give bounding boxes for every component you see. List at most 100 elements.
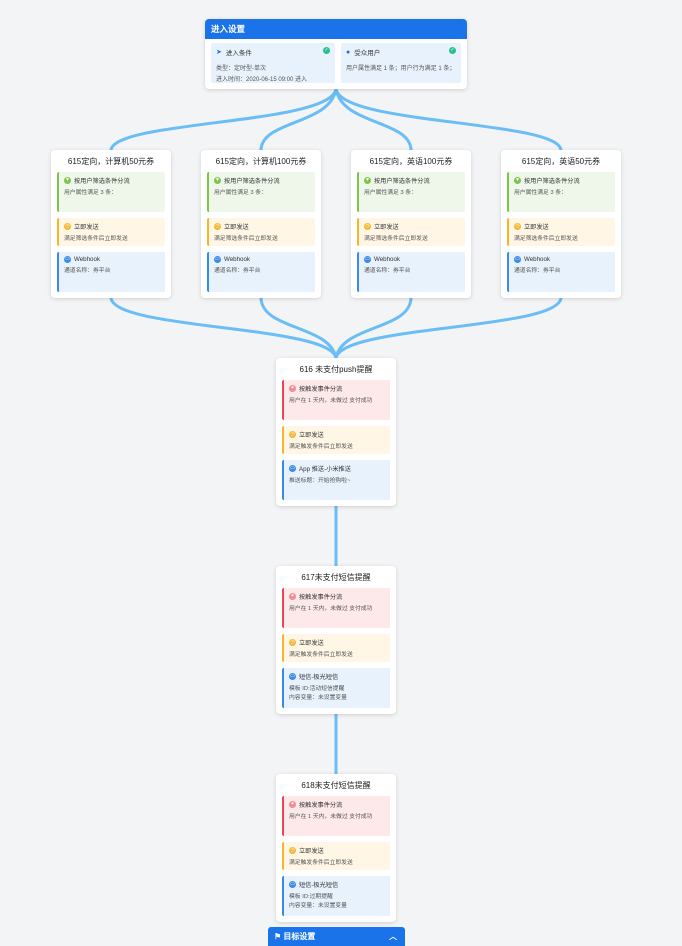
channel-step-desc: 通道名称：券平台 — [64, 268, 111, 274]
send-step-desc: 满足触发条件后立即发送 — [289, 652, 353, 658]
entry-audience-title: 受众用户 — [354, 50, 381, 57]
trigger-step[interactable]: ✦按触发事件分流 用户在 1 天内，未做过 支付成功 — [282, 796, 390, 836]
node-title: 618未支付短信提醒 — [301, 781, 371, 790]
chevron-up-icon[interactable]: ︿ — [389, 932, 397, 941]
reminder-node-card[interactable]: 618未支付短信提醒 ✦按触发事件分流 用户在 1 天内，未做过 支付成功 ◷立… — [276, 774, 396, 922]
filter-step-desc: 用户属性满足 3 条： — [64, 190, 117, 196]
filter-icon: ▼ — [214, 177, 221, 184]
send-step-desc: 满足触发条件后立即发送 — [289, 444, 353, 450]
send-plane-icon: ➤ — [216, 49, 222, 56]
trigger-step-desc: 用户在 1 天内，未做过 支付成功 — [289, 606, 373, 612]
send-step[interactable]: ◷立即发送 满足触发条件后立即发送 — [282, 842, 390, 870]
filter-icon: ▼ — [514, 177, 521, 184]
message-icon: ▭ — [514, 256, 521, 263]
check-icon: ✓ — [449, 47, 456, 54]
channel-step-title: App 推送-小米推送 — [299, 466, 351, 473]
trigger-step-desc: 用户在 1 天内，未做过 支付成功 — [289, 398, 373, 404]
channel-step-title: 短信-极光短信 — [299, 882, 339, 889]
send-step-desc: 满足筛选条件后立即发送 — [64, 236, 128, 242]
channel-step-desc: 推送标题：开始抢购啦~ — [289, 478, 351, 484]
message-icon: ▭ — [214, 256, 221, 263]
content-variable-text: 内容变量：未设置变量 — [289, 694, 347, 701]
filter-step-title: 按用户筛选条件分流 — [524, 178, 580, 185]
filter-step[interactable]: ▼按用户筛选条件分流 用户属性满足 3 条： — [507, 172, 615, 212]
send-step-desc: 满足触发条件后立即发送 — [289, 860, 353, 866]
entry-condition-time: 进入时间：2020-06-15 09:00 进入 — [216, 77, 308, 83]
send-step-title: 立即发送 — [524, 224, 549, 231]
filter-step-title: 按用户筛选条件分流 — [74, 178, 130, 185]
trigger-icon: ✦ — [289, 801, 296, 808]
node-title: 616 未支付push提醒 — [299, 365, 373, 374]
check-icon: ✓ — [323, 47, 330, 54]
channel-step-desc: 通道名称：券平台 — [214, 268, 261, 274]
branch-card[interactable]: 615定向，计算机100元券 ▼按用户筛选条件分流 用户属性满足 3 条： ◷立… — [201, 150, 321, 298]
channel-step-title: 短信-极光短信 — [299, 674, 339, 681]
entry-audience-box[interactable]: ● 受众用户 用户属性满足 1 条；用户行为满足 1 条； ✓ — [341, 43, 461, 83]
branch-card[interactable]: 615定向，计算机50元券 ▼按用户筛选条件分流 用户属性满足 3 条： ◷立即… — [51, 150, 171, 298]
user-icon: ● — [346, 48, 351, 56]
channel-step[interactable]: ▭App 推送-小米推送 推送标题：开始抢购啦~ — [282, 460, 390, 500]
message-icon: ▭ — [64, 256, 71, 263]
flag-icon: ⚑ — [274, 932, 282, 941]
trigger-step-desc: 用户在 1 天内，未做过 支付成功 — [289, 814, 373, 820]
branch-title: 615定向，英语100元券 — [369, 157, 453, 166]
send-step-title: 立即发送 — [374, 224, 399, 231]
entry-settings-card[interactable]: 进入设置 ➤ 进入条件 类型：定时型-单次 进入时间：2020-06-15 09… — [205, 19, 467, 89]
send-step-title: 立即发送 — [299, 640, 324, 647]
channel-step[interactable]: ▭Webhook 通道名称：券平台 — [207, 252, 315, 292]
trigger-step-title: 按触发事件分流 — [299, 386, 343, 393]
entry-condition-box[interactable]: ➤ 进入条件 类型：定时型-单次 进入时间：2020-06-15 09:00 进… — [211, 43, 335, 83]
send-step[interactable]: ◷立即发送 满足筛选条件后立即发送 — [57, 218, 165, 246]
channel-step[interactable]: ▭Webhook 通道名称：券平台 — [57, 252, 165, 292]
template-id-text: 模板 ID:过期提醒 — [289, 894, 333, 900]
channel-step-desc: 通道名称：券平台 — [364, 268, 411, 274]
clock-icon: ◷ — [289, 639, 296, 646]
entry-settings-title: 进入设置 — [205, 19, 467, 39]
channel-step-title: Webhook — [224, 256, 251, 263]
send-step-title: 立即发送 — [224, 224, 249, 231]
send-step-desc: 满足筛选条件后立即发送 — [514, 236, 578, 242]
channel-step[interactable]: ▭短信-极光短信 模板 ID:活动短信提醒 内容变量：未设置变量 — [282, 668, 390, 708]
branch-title: 615定向，计算机50元券 — [67, 157, 155, 166]
filter-step-title: 按用户筛选条件分流 — [374, 178, 430, 185]
send-step[interactable]: ◷立即发送 满足触发条件后立即发送 — [282, 634, 390, 662]
filter-step[interactable]: ▼按用户筛选条件分流 用户属性满足 3 条： — [57, 172, 165, 212]
filter-step[interactable]: ▼按用户筛选条件分流 用户属性满足 3 条： — [357, 172, 465, 212]
template-id-text: 模板 ID:活动短信提醒 — [289, 686, 345, 692]
trigger-step[interactable]: ✦按触发事件分流 用户在 1 天内，未做过 支付成功 — [282, 588, 390, 628]
trigger-step-title: 按触发事件分流 — [299, 802, 343, 809]
trigger-step[interactable]: ✦按触发事件分流 用户在 1 天内，未做过 支付成功 — [282, 380, 390, 420]
send-step[interactable]: ◷立即发送 满足筛选条件后立即发送 — [357, 218, 465, 246]
send-step-title: 立即发送 — [74, 224, 99, 231]
reminder-node-card[interactable]: 617未支付短信提醒 ✦按触发事件分流 用户在 1 天内，未做过 支付成功 ◷立… — [276, 566, 396, 714]
reminder-node-card[interactable]: 616 未支付push提醒 ✦按触发事件分流 用户在 1 天内，未做过 支付成功… — [276, 358, 396, 506]
node-title: 617未支付短信提醒 — [301, 573, 371, 582]
send-step-desc: 满足筛选条件后立即发送 — [364, 236, 428, 242]
branch-card[interactable]: 615定向，英语100元券 ▼按用户筛选条件分流 用户属性满足 3 条： ◷立即… — [351, 150, 471, 298]
clock-icon: ◷ — [364, 223, 371, 230]
channel-step[interactable]: ▭Webhook 通道名称：券平台 — [357, 252, 465, 292]
filter-step-title: 按用户筛选条件分流 — [224, 178, 280, 185]
message-icon: ▭ — [289, 881, 296, 888]
send-step[interactable]: ◷立即发送 满足筛选条件后立即发送 — [207, 218, 315, 246]
branch-title: 615定向，计算机100元券 — [215, 157, 307, 166]
clock-icon: ◷ — [214, 223, 221, 230]
channel-step[interactable]: ▭短信-极光短信 模板 ID:过期提醒 内容变量：未设置变量 — [282, 876, 390, 916]
entry-condition-title: 进入条件 — [225, 50, 252, 57]
filter-step[interactable]: ▼按用户筛选条件分流 用户属性满足 3 条： — [207, 172, 315, 212]
send-step[interactable]: ◷立即发送 满足筛选条件后立即发送 — [507, 218, 615, 246]
message-icon: ▭ — [289, 673, 296, 680]
send-step-title: 立即发送 — [299, 432, 324, 439]
message-icon: ▭ — [289, 465, 296, 472]
trigger-icon: ✦ — [289, 385, 296, 392]
clock-icon: ◷ — [514, 223, 521, 230]
clock-icon: ◷ — [289, 431, 296, 438]
entry-condition-type: 类型：定时型-单次 — [216, 66, 266, 72]
target-settings-bar[interactable]: ⚑ 目标设置 ︿ — [268, 927, 405, 946]
channel-step-title: Webhook — [74, 256, 101, 263]
branch-card[interactable]: 615定向，英语50元券 ▼按用户筛选条件分流 用户属性满足 3 条： ◷立即发… — [501, 150, 621, 298]
channel-step[interactable]: ▭Webhook 通道名称：券平台 — [507, 252, 615, 292]
filter-step-desc: 用户属性满足 3 条： — [214, 190, 267, 196]
send-step[interactable]: ◷立即发送 满足触发条件后立即发送 — [282, 426, 390, 454]
